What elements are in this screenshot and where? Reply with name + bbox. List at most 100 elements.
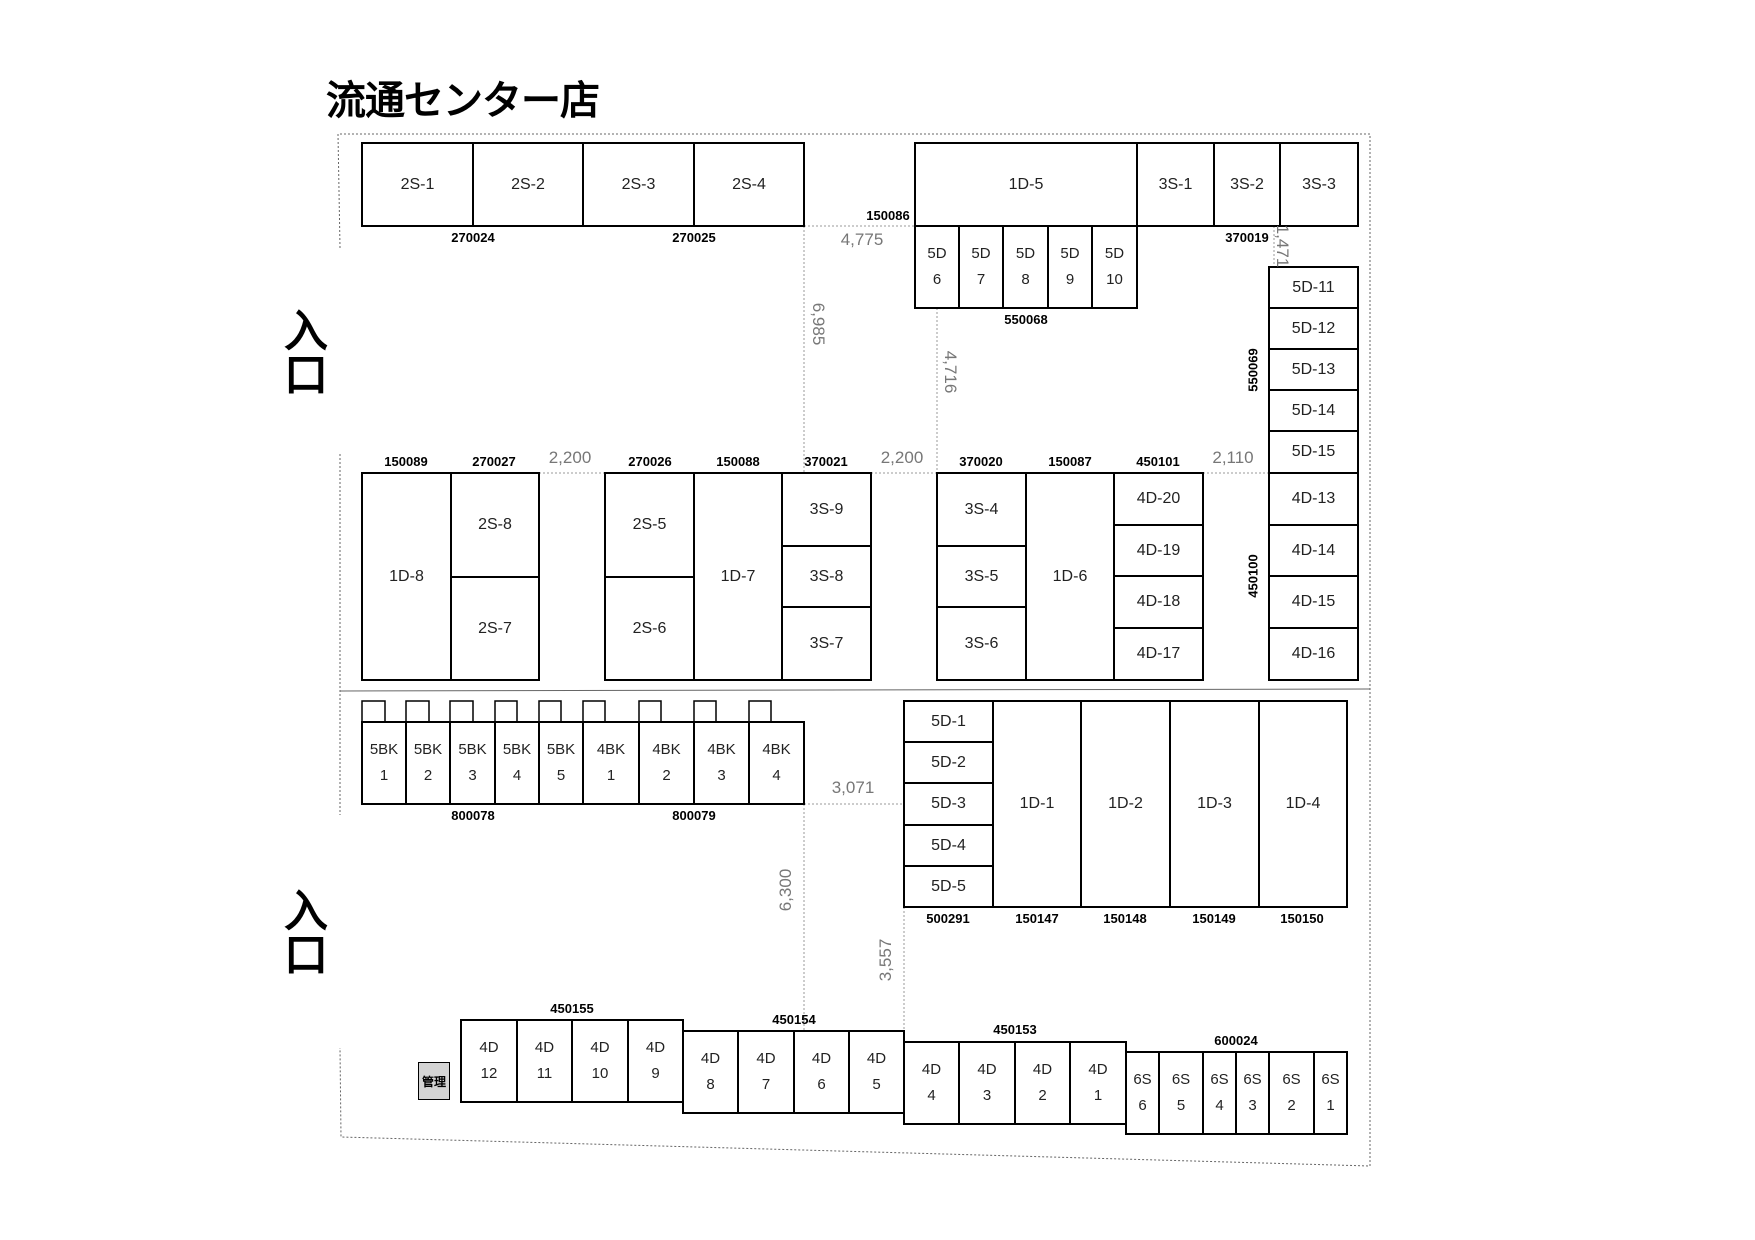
block-code: 150150 — [1280, 911, 1324, 926]
storage-unit-6s-4[interactable]: 6S 4 — [1203, 1052, 1236, 1134]
storage-unit-5d-2[interactable]: 5D-2 — [904, 742, 993, 783]
storage-unit-4d-17[interactable]: 4D-17 — [1114, 628, 1203, 680]
storage-unit-5d-7[interactable]: 5D 7 — [959, 226, 1003, 308]
storage-unit-3s-7[interactable]: 3S-7 — [782, 607, 871, 680]
dimension-label: 3,071 — [831, 778, 875, 797]
dimension-label: 4,775 — [840, 230, 884, 249]
storage-unit-6s-1[interactable]: 6S 1 — [1314, 1052, 1347, 1134]
storage-unit-6s-3[interactable]: 6S 3 — [1236, 1052, 1269, 1134]
storage-unit-5d-14[interactable]: 5D-14 — [1269, 390, 1358, 431]
storage-unit-3s-8[interactable]: 3S-8 — [782, 546, 871, 607]
block-code: 150087 — [1048, 454, 1092, 469]
storage-unit-5bk-5[interactable]: 5BK 5 — [539, 722, 583, 804]
storage-unit-4d-3[interactable]: 4D 3 — [959, 1042, 1015, 1124]
block-code: 150149 — [1192, 911, 1236, 926]
storage-unit-4d-13[interactable]: 4D-13 — [1269, 473, 1358, 525]
storage-unit-3s-9[interactable]: 3S-9 — [782, 473, 871, 546]
storage-unit-4d-16[interactable]: 4D-16 — [1269, 628, 1358, 680]
storage-unit-1d-2[interactable]: 1D-2 — [1081, 701, 1170, 907]
storage-unit-4bk-3[interactable]: 4BK 3 — [694, 722, 749, 804]
entrance-label: 入口 — [284, 306, 328, 401]
storage-unit-2s-6[interactable]: 2S-6 — [605, 577, 694, 680]
block-code: 370021 — [804, 454, 848, 469]
storage-unit-2s-4[interactable]: 2S-4 — [694, 143, 804, 226]
storage-unit-4d-8[interactable]: 4D 8 — [683, 1031, 738, 1113]
storage-unit-1d-6[interactable]: 1D-6 — [1026, 473, 1114, 680]
block-code: 800079 — [672, 808, 716, 823]
block-code: 450101 — [1136, 454, 1180, 469]
storage-unit-4d-2[interactable]: 4D 2 — [1015, 1042, 1070, 1124]
storage-unit-4bk-4[interactable]: 4BK 4 — [749, 722, 804, 804]
storage-unit-1d-8[interactable]: 1D-8 — [362, 473, 451, 680]
block-code: 150088 — [716, 454, 760, 469]
storage-unit-3s-3[interactable]: 3S-3 — [1280, 143, 1358, 226]
storage-unit-4d-7[interactable]: 4D 7 — [738, 1031, 794, 1113]
storage-unit-4d-9[interactable]: 4D 9 — [628, 1020, 683, 1102]
storage-unit-6s-2[interactable]: 6S 2 — [1269, 1052, 1314, 1134]
storage-unit-3s-4[interactable]: 3S-4 — [937, 473, 1026, 546]
storage-unit-4d-5[interactable]: 4D 5 — [849, 1031, 904, 1113]
storage-unit-2s-2[interactable]: 2S-2 — [473, 143, 583, 226]
block-code: 600024 — [1214, 1033, 1258, 1048]
block-code: 450155 — [550, 1001, 594, 1016]
storage-unit-2s-3[interactable]: 2S-3 — [583, 143, 694, 226]
storage-unit-4d-11[interactable]: 4D 11 — [517, 1020, 572, 1102]
storage-unit-4d-10[interactable]: 4D 10 — [572, 1020, 628, 1102]
block-code: 550068 — [1004, 312, 1048, 327]
dimension-label: 2,200 — [880, 448, 924, 467]
dimension-label: 3,557 — [876, 938, 895, 982]
dimension-label: 2,200 — [548, 448, 592, 467]
storage-unit-4d-14[interactable]: 4D-14 — [1269, 525, 1358, 576]
storage-unit-2s-8[interactable]: 2S-8 — [451, 473, 539, 577]
storage-unit-5d-15[interactable]: 5D-15 — [1269, 431, 1358, 473]
storage-unit-2s-1[interactable]: 2S-1 — [362, 143, 473, 226]
storage-unit-4d-1[interactable]: 4D 1 — [1070, 1042, 1126, 1124]
storage-unit-5d-9[interactable]: 5D 9 — [1048, 226, 1092, 308]
storage-unit-1d-1[interactable]: 1D-1 — [993, 701, 1081, 907]
storage-unit-6s-5[interactable]: 6S 5 — [1159, 1052, 1203, 1134]
storage-unit-1d-7[interactable]: 1D-7 — [694, 473, 782, 680]
storage-unit-4d-4[interactable]: 4D 4 — [904, 1042, 959, 1124]
storage-unit-5bk-2[interactable]: 5BK 2 — [406, 722, 450, 804]
storage-unit-4d-20[interactable]: 4D-20 — [1114, 473, 1203, 525]
storage-unit-5d-3[interactable]: 5D-3 — [904, 783, 993, 825]
storage-unit-4d-18[interactable]: 4D-18 — [1114, 576, 1203, 628]
storage-unit-5d-11[interactable]: 5D-11 — [1269, 267, 1358, 308]
storage-unit-1d-3[interactable]: 1D-3 — [1170, 701, 1259, 907]
storage-unit-4d-6[interactable]: 4D 6 — [794, 1031, 849, 1113]
block-code: 150148 — [1103, 911, 1147, 926]
storage-unit-4bk-1[interactable]: 4BK 1 — [583, 722, 639, 804]
storage-unit-2s-5[interactable]: 2S-5 — [605, 473, 694, 577]
storage-unit-4d-19[interactable]: 4D-19 — [1114, 525, 1203, 576]
storage-unit-5d-8[interactable]: 5D 8 — [1003, 226, 1048, 308]
storage-unit-4d-15[interactable]: 4D-15 — [1269, 576, 1358, 628]
management-office: 管理 — [418, 1062, 450, 1100]
storage-unit-4bk-2[interactable]: 4BK 2 — [639, 722, 694, 804]
storage-unit-3s-5[interactable]: 3S-5 — [937, 546, 1026, 607]
storage-unit-3s-6[interactable]: 3S-6 — [937, 607, 1026, 680]
storage-unit-5d-10[interactable]: 5D 10 — [1092, 226, 1137, 308]
storage-unit-6s-6[interactable]: 6S 6 — [1126, 1052, 1159, 1134]
storage-unit-3s-1[interactable]: 3S-1 — [1137, 143, 1214, 226]
storage-unit-5bk-4[interactable]: 5BK 4 — [495, 722, 539, 804]
block-code: 450154 — [772, 1012, 816, 1027]
storage-unit-5d-4[interactable]: 5D-4 — [904, 825, 993, 866]
storage-unit-1d-5[interactable]: 1D-5 — [915, 143, 1137, 226]
storage-unit-5d-12[interactable]: 5D-12 — [1269, 308, 1358, 349]
block-code: 550069 — [1245, 348, 1261, 392]
page-title: 流通センター店 — [326, 78, 600, 124]
storage-unit-5d-1[interactable]: 5D-1 — [904, 701, 993, 742]
storage-unit-2s-7[interactable]: 2S-7 — [451, 577, 539, 680]
storage-unit-3s-2[interactable]: 3S-2 — [1214, 143, 1280, 226]
dimension-label: 4,716 — [941, 350, 960, 394]
storage-unit-5bk-3[interactable]: 5BK 3 — [450, 722, 495, 804]
block-code: 800078 — [451, 808, 495, 823]
storage-unit-5bk-1[interactable]: 5BK 1 — [362, 722, 406, 804]
storage-unit-4d-12[interactable]: 4D 12 — [461, 1020, 517, 1102]
block-code: 270024 — [451, 230, 495, 245]
storage-unit-5d-5[interactable]: 5D-5 — [904, 866, 993, 907]
storage-unit-5d-6[interactable]: 5D 6 — [915, 226, 959, 308]
storage-unit-5d-13[interactable]: 5D-13 — [1269, 349, 1358, 390]
storage-unit-1d-4[interactable]: 1D-4 — [1259, 701, 1347, 907]
entrance-label: 入口 — [284, 886, 328, 981]
